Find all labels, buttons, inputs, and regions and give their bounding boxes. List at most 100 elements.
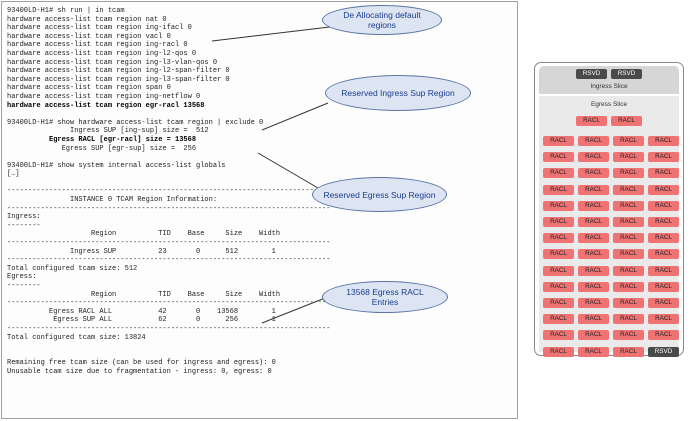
egress-racl-cell: RACL [578, 233, 609, 244]
egress-racl-cell: RACL [543, 281, 574, 292]
callout-ingress-sup: Reserved Ingress Sup Region [325, 75, 471, 111]
egress-racl-cell: RACL [543, 346, 574, 357]
terminal-line: ----------------------------------------… [7, 324, 331, 333]
terminal-line: ----------------------------------------… [7, 187, 331, 196]
egress-racl-cell: RACL [648, 314, 679, 325]
terminal-line: hardware access-list tcam region ing-l3-… [7, 75, 230, 84]
egress-racl-cell: RACL [543, 184, 574, 195]
terminal-line: […] [7, 170, 20, 179]
egress-racl-cell: RACL [613, 168, 644, 179]
tcam-slice-panel: RSVD RSVD Ingress Slice Egress Slice RAC… [534, 62, 684, 357]
terminal-line: Ingress: [7, 213, 41, 222]
terminal-line: 93400LD-H1# sh run | in tcam [7, 7, 125, 15]
terminal-text: 93400LD-H1# sh run | in tcam hardware ac… [7, 7, 330, 377]
callout-egress-sup-text: Reserved Egress Sup Region [323, 189, 436, 200]
terminal-line: hardware access-list tcam region ing-net… [7, 92, 201, 101]
egress-racl-cell: RACL [613, 281, 644, 292]
terminal-line: hardware access-list tcam region ing-l2-… [7, 67, 230, 76]
egress-racl-cell: RACL [578, 168, 609, 179]
egress-racl-cell: RACL [613, 233, 644, 244]
terminal-line: Region TID Base Size Width [7, 290, 281, 299]
egress-racl-cell: RACL [578, 314, 609, 325]
egress-racl-cell: RACL [613, 298, 644, 308]
egress-racl-cell: RACL [613, 217, 644, 227]
egress-racl-cell: RACL [578, 200, 609, 211]
egress-racl-cell: RACL [648, 298, 679, 308]
egress-racl-cell: RACL [543, 152, 574, 163]
ingress-slice-title: Ingress Slice [590, 83, 628, 90]
terminal-line: Remaining free tcam size (can be used fo… [7, 359, 276, 368]
terminal-output: 93400LD-H1# sh run | in tcam hardware ac… [1, 1, 518, 419]
terminal-line: hardware access-list tcam region ing-l2-… [7, 49, 197, 58]
egress-racl-cell: RACL [611, 116, 642, 126]
egress-slice-title: Egress Slice [590, 101, 628, 108]
terminal-line: INSTANCE 0 TCAM Region Information: [7, 196, 218, 205]
egress-racl-cell: RACL [578, 249, 609, 260]
terminal-line: hardware access-list tcam region ing-rac… [7, 41, 188, 50]
egress-racl-cell: RACL [648, 152, 679, 163]
egress-racl-cell: RACL [578, 152, 609, 163]
terminal-line: 93400LD-H1# show system internal access-… [7, 161, 226, 170]
egress-racl-cell: RACL [648, 265, 679, 276]
egress-racl-cell: RACL [543, 330, 574, 341]
egress-racl-cell: RACL [613, 314, 644, 325]
egress-racl-cell: RACL [576, 116, 607, 126]
egress-racl-cell: RACL [648, 281, 679, 292]
egress-racl-cell: RACL [648, 233, 679, 244]
egress-racl-cell: RACL [613, 200, 644, 211]
terminal-line: -------- [7, 221, 41, 230]
terminal-line: Region TID Base Size Width [7, 230, 281, 239]
ingress-rsvd-cell: RSVD [611, 69, 642, 79]
callout-egress-racl: 13568 Egress RACL Entries [322, 281, 448, 313]
egress-racl-cell: RACL [543, 298, 574, 308]
terminal-line: hardware access-list tcam region vacl 0 [7, 32, 171, 41]
egress-racl-cell: RACL [613, 152, 644, 163]
egress-racl-cell: RACL [648, 136, 679, 146]
ingress-slice-area: RSVD RSVD Ingress Slice [539, 66, 679, 94]
egress-racl-cell: RACL [648, 200, 679, 211]
egress-racl-cell: RACL [543, 249, 574, 260]
egress-slice-area: Egress Slice RACL RACL RACL RACL RACL RACL RAC… [539, 96, 679, 357]
egress-racl-cell: RACL [613, 265, 644, 276]
egress-racl-cell: RACL [578, 298, 609, 308]
egress-rsvd-cell: RSVD [648, 346, 679, 357]
terminal-line: ----------------------------------------… [7, 256, 331, 265]
egress-racl-cell: RACL [543, 136, 574, 146]
terminal-line: Egress RACL ALL 42 0 13568 1 [7, 307, 276, 316]
callout-egress-racl-text: 13568 Egress RACL Entries [346, 287, 424, 307]
terminal-line: hardware access-list tcam region egr-rac… [7, 101, 205, 110]
terminal-line: hardware access-list tcam region span 0 [7, 84, 171, 93]
egress-racl-cell: RACL [578, 136, 609, 146]
egress-racl-cell: RACL [543, 233, 574, 244]
egress-racl-cell: RACL [578, 281, 609, 292]
terminal-line: -------- [7, 282, 41, 290]
egress-racl-cell: RACL [613, 136, 644, 146]
egress-racl-cell: RACL [613, 330, 644, 341]
callout-egress-sup: Reserved Egress Sup Region [312, 177, 447, 212]
egress-racl-cell: RACL [578, 346, 609, 357]
egress-racl-cell: RACL [543, 168, 574, 179]
egress-racl-cell: RACL [578, 184, 609, 195]
terminal-line: Ingress SUP 23 0 512 1 [7, 247, 276, 256]
terminal-line: Total configured tcam size: 13824 [7, 333, 146, 342]
egress-racl-cell: RACL [648, 330, 679, 341]
egress-racl-cell: RACL [613, 184, 644, 195]
egress-racl-cell: RACL [543, 265, 574, 276]
egress-racl-cell: RACL [578, 330, 609, 341]
terminal-line: ----------------------------------------… [7, 299, 331, 308]
terminal-line: ----------------------------------------… [7, 239, 331, 248]
egress-racl-cell: RACL [613, 346, 644, 357]
egress-racl-cell: RACL [543, 314, 574, 325]
terminal-line: Ingress SUP [ing-sup] size = 512 [7, 127, 209, 136]
ingress-rsvd-cell: RSVD [576, 69, 607, 79]
egress-racl-cell: RACL [578, 265, 609, 276]
terminal-line: Unusable tcam size due to fragmentation … [7, 367, 272, 376]
terminal-line: Egress SUP ALL 62 0 256 1 [7, 316, 276, 325]
terminal-line: hardware access-list tcam region ing-ifa… [7, 24, 192, 33]
terminal-line: hardware access-list tcam region nat 0 [7, 15, 167, 24]
callout-dealloc-text: De Allocating default regions [343, 10, 421, 30]
egress-racl-cell: RACL [648, 217, 679, 227]
egress-racl-cell: RACL [648, 184, 679, 195]
egress-racl-cell: RACL [543, 200, 574, 211]
